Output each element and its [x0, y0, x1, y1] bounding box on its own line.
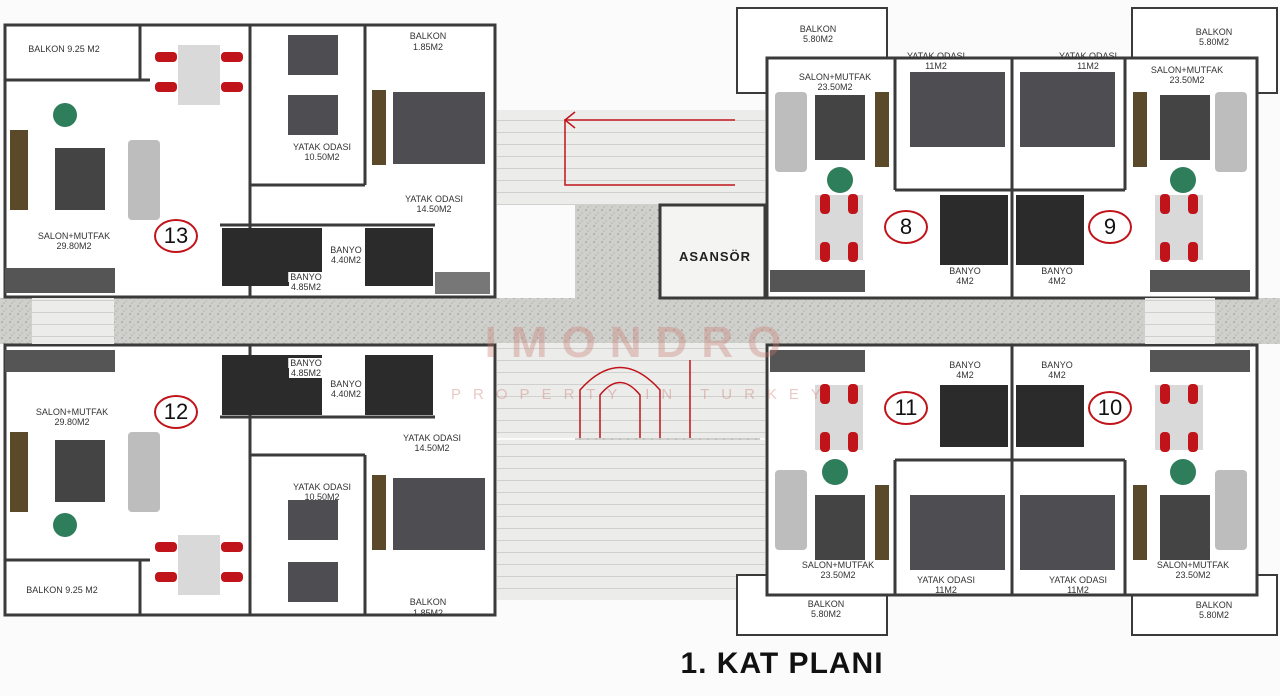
u10-salon-area: 23.50M2 — [1175, 570, 1211, 580]
u13-banyo-b-area: 4.85M2 — [288, 282, 324, 292]
u12-bed-large-area: 14.50M2 — [414, 443, 450, 453]
unit-number-9: 9 — [1088, 210, 1132, 244]
u12-balkon-a: BALKON 9.25 M2 — [26, 585, 98, 595]
u13-balkon-b-area: 1.85M2 — [412, 42, 444, 52]
u10-balkon-name: BALKON — [1195, 600, 1233, 610]
u13-balkon-b-name: BALKON — [409, 31, 447, 41]
plan-title: 1. KAT PLANI — [680, 647, 884, 680]
stair-core-bottom — [497, 343, 765, 438]
stair-run-top — [563, 111, 735, 186]
u13-bed-large-name: YATAK ODASI — [404, 194, 464, 204]
u9-salon-name: SALON+MUTFAK — [1150, 65, 1224, 75]
u11-banyo-name: BANYO — [949, 360, 981, 370]
u8-banyo-name: BANYO — [949, 266, 981, 276]
u13-banyo-b-name: BANYO — [288, 272, 324, 282]
u12-balkon-b-area: 1.85M2 — [412, 608, 444, 618]
u9-yatak-area: 11M2 — [1077, 61, 1099, 71]
u8-yatak-name: YATAK ODASI — [906, 51, 966, 61]
u9-banyo-area: 4M2 — [1048, 276, 1066, 286]
u13-balkon-a: BALKON 9.25 M2 — [28, 44, 100, 54]
u12-banyo-b-name: BANYO — [328, 379, 364, 389]
u13-banyo-a-area: 4.40M2 — [328, 255, 364, 265]
unit-13 — [3, 23, 497, 299]
right-steps — [1145, 298, 1215, 344]
elevator-label: ASANSÖR — [678, 249, 752, 264]
u13-bed-small-name: YATAK ODASI — [292, 142, 352, 152]
u11-yatak-name: YATAK ODASI — [916, 575, 976, 585]
u13-salon-area: 29.80M2 — [56, 241, 92, 251]
u8-yatak-area: 11M2 — [925, 61, 947, 71]
unit-11 — [736, 343, 1014, 636]
u11-salon-area: 23.50M2 — [820, 570, 856, 580]
u13-bed-large-area: 14.50M2 — [416, 204, 452, 214]
u9-balkon-area: 5.80M2 — [1198, 37, 1230, 47]
unit-number-12: 12 — [154, 395, 198, 429]
u9-yatak-name: YATAK ODASI — [1058, 51, 1118, 61]
u12-salon-area: 29.80M2 — [54, 417, 90, 427]
unit-12 — [3, 343, 497, 617]
unit-9 — [1010, 7, 1278, 300]
u12-banyo-b-area: 4.40M2 — [328, 389, 364, 399]
u13-bed-small-area: 10.50M2 — [304, 152, 340, 162]
stair-core-top — [497, 110, 765, 205]
u12-bed-small-name: YATAK ODASI — [292, 482, 352, 492]
unit-number-10: 10 — [1088, 391, 1132, 425]
u8-salon-name: SALON+MUTFAK — [798, 72, 872, 82]
elevator-shaft — [658, 203, 767, 300]
u8-banyo-area: 4M2 — [956, 276, 974, 286]
u12-banyo-a-area: 4.85M2 — [288, 368, 324, 378]
u12-salon-name: SALON+MUTFAK — [35, 407, 109, 417]
u10-balkon-area: 5.80M2 — [1198, 610, 1230, 620]
left-steps — [32, 298, 114, 344]
u12-balkon-b-name: BALKON — [409, 597, 447, 607]
entrance-steps — [497, 440, 765, 600]
u11-banyo-area: 4M2 — [956, 370, 974, 380]
u10-banyo-area: 4M2 — [1048, 370, 1066, 380]
u8-balkon-name: BALKON — [799, 24, 837, 34]
u12-banyo-a-name: BANYO — [288, 358, 324, 368]
u9-salon-area: 23.50M2 — [1169, 75, 1205, 85]
u11-balkon-name: BALKON — [807, 599, 845, 609]
u11-balkon-area: 5.80M2 — [810, 609, 842, 619]
stair-run-bottom — [579, 360, 691, 438]
u10-yatak-name: YATAK ODASI — [1048, 575, 1108, 585]
u8-salon-area: 23.50M2 — [817, 82, 853, 92]
unit-number-13: 13 — [154, 219, 198, 253]
unit-number-11: 11 — [884, 391, 928, 425]
u9-balkon-name: BALKON — [1195, 27, 1233, 37]
u11-salon-name: SALON+MUTFAK — [801, 560, 875, 570]
u12-bed-small-area: 10.50M2 — [304, 492, 340, 502]
u11-yatak-area: 11M2 — [935, 585, 957, 595]
watermark-tagline: PROPERTY IN TURKEY — [451, 386, 833, 403]
u9-banyo-name: BANYO — [1041, 266, 1073, 276]
u10-yatak-area: 11M2 — [1067, 585, 1089, 595]
u13-salon-name: SALON+MUTFAK — [37, 231, 111, 241]
unit-8 — [736, 7, 1014, 300]
u10-salon-name: SALON+MUTFAK — [1156, 560, 1230, 570]
unit-number-8: 8 — [884, 210, 928, 244]
u12-bed-large-name: YATAK ODASI — [402, 433, 462, 443]
watermark-brand: IMONDRO — [484, 318, 796, 367]
u8-balkon-area: 5.80M2 — [802, 34, 834, 44]
u10-banyo-name: BANYO — [1041, 360, 1073, 370]
unit-10 — [1010, 343, 1278, 636]
u13-banyo-a-name: BANYO — [328, 245, 364, 255]
